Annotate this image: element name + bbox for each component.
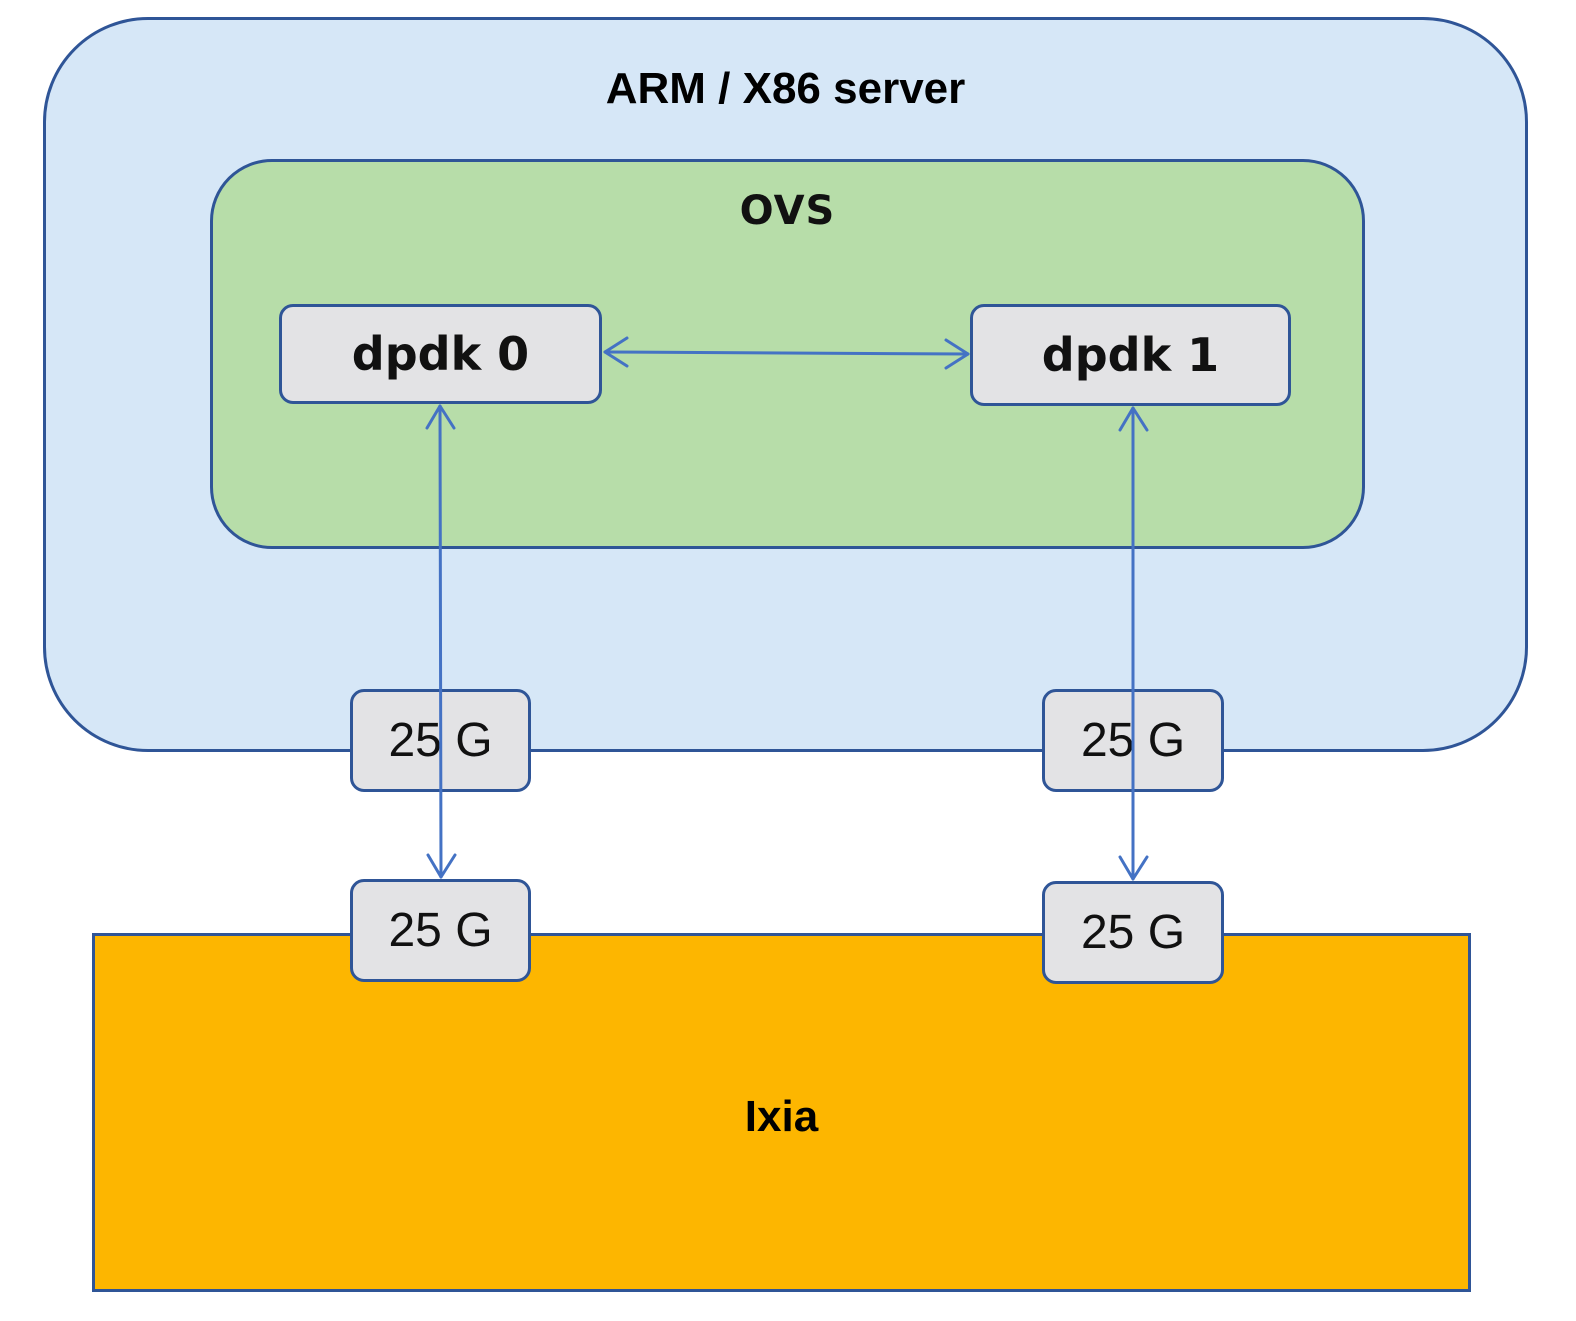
ixia-title: Ixia: [744, 1092, 819, 1141]
dpdk-port-0: dpdk 0: [279, 304, 602, 404]
server-title: ARM / X86 server: [605, 64, 966, 113]
ixia-port-0: 25 G: [350, 879, 531, 982]
server-nic-port-0: 25 G: [350, 689, 531, 792]
ixia-port-1: 25 G: [1042, 881, 1224, 984]
dpdk-port-1: dpdk 1: [970, 304, 1291, 406]
server-nic-port-1: 25 G: [1042, 689, 1224, 792]
ixia-container: [92, 933, 1471, 1292]
ovs-title: OVS: [739, 188, 836, 234]
